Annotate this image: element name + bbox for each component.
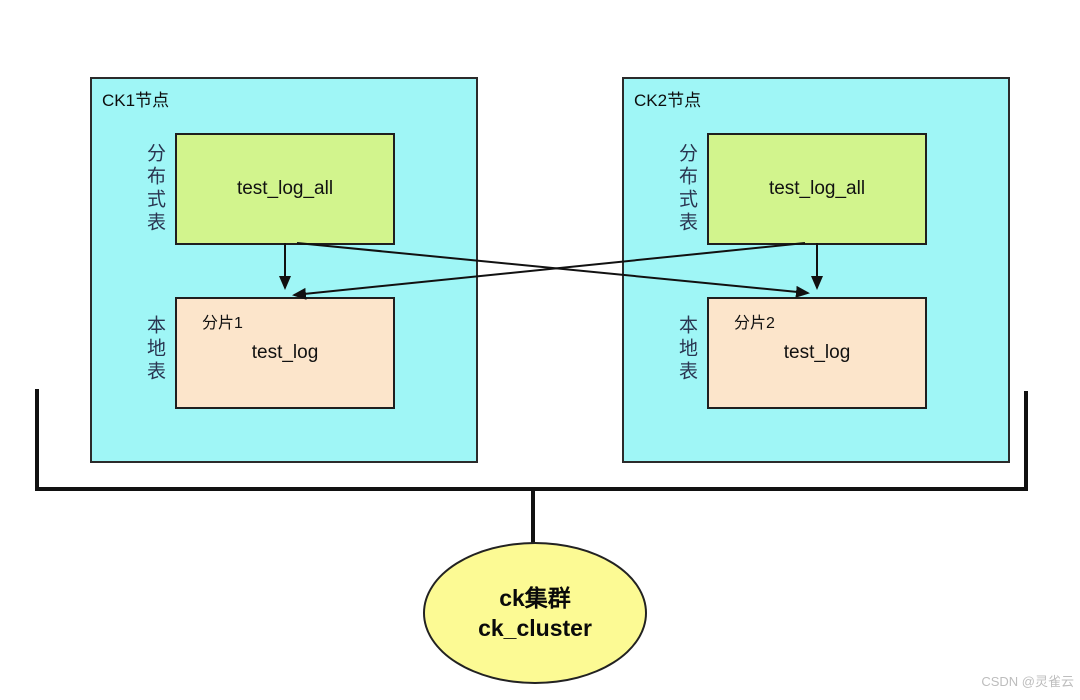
node-ck2-local-table: 分片2 test_log	[707, 297, 927, 409]
node-ck1-title: CK1节点	[102, 91, 170, 110]
node-ck2-distributed-label: 分布式表	[676, 143, 697, 235]
node-ck2-local-label: 本地表	[676, 315, 697, 384]
node-ck2: CK2节点 分布式表 test_log_all 本地表 分片2 test_log	[622, 77, 1010, 463]
cluster-name-cn: ck集群	[499, 585, 571, 612]
node-ck2-title: CK2节点	[634, 91, 702, 110]
node-ck2-distributed-table-name: test_log_all	[768, 178, 866, 199]
node-ck2-local-table-name: test_log	[783, 342, 851, 363]
cluster-ellipse: ck集群 ck_cluster	[423, 542, 647, 684]
cluster-name-id: ck_cluster	[478, 614, 592, 641]
node-ck1-distributed-table-name: test_log_all	[236, 178, 334, 199]
node-ck2-shard-label: 分片2	[734, 315, 775, 332]
watermark: CSDN @灵雀云	[981, 674, 1074, 689]
node-ck1-local-table-name: test_log	[251, 342, 319, 363]
node-ck1-local-table: 分片1 test_log	[175, 297, 395, 409]
node-ck1-distributed-label: 分布式表	[144, 143, 165, 235]
node-ck1-local-label: 本地表	[144, 315, 165, 384]
node-ck2-distributed-table: test_log_all	[707, 133, 927, 245]
node-ck1-distributed-table: test_log_all	[175, 133, 395, 245]
node-ck1: CK1节点 分布式表 test_log_all 本地表 分片1 test_log	[90, 77, 478, 463]
node-ck1-shard-label: 分片1	[202, 315, 243, 332]
